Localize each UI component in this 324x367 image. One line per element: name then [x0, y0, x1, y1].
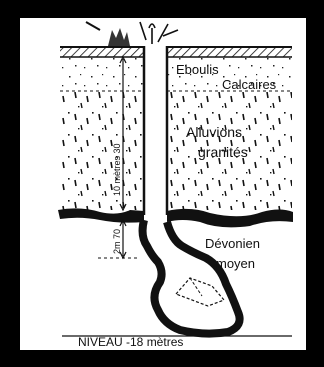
label-calcaires: Calcaires: [222, 77, 277, 92]
label-depth-10m: 10 mètres 30: [112, 143, 122, 196]
bedrock-contact: [58, 208, 293, 227]
label-moyen: moyen: [216, 256, 255, 271]
label-niveau: NIVEAU -18 mètres: [78, 335, 183, 349]
label-granites: granités: [198, 144, 248, 160]
label-depth-2m70: 2m 70: [112, 229, 122, 254]
label-eboulis: Eboulis: [176, 62, 219, 77]
label-devonien: Dévonien: [205, 236, 260, 251]
surface-hatch-layer: [60, 47, 292, 57]
alluvions-granites-layer: [60, 92, 292, 210]
surface-objects: [86, 22, 178, 46]
label-alluvions: Alluvions: [186, 124, 242, 140]
shaft: [144, 46, 167, 215]
